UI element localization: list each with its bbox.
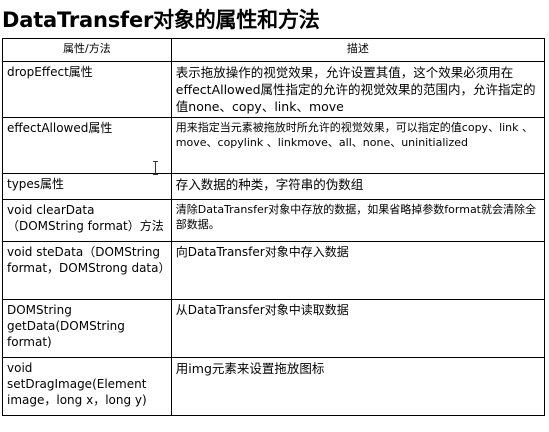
- row-description: 表示拖放操作的视觉效果，允许设置其值，这个效果必须用在effectAllowed…: [170, 61, 546, 118]
- row-name: DOMString getData(DOMString format): [2, 299, 172, 358]
- row-description: 用来指定当元素被拖放时所允许的视觉效果，可以指定的值copy、link 、mov…: [170, 117, 546, 174]
- table-row: effectAllowed属性 用来指定当元素被拖放时所允许的视觉效果，可以指定…: [2, 117, 546, 174]
- row-description: 向DataTransfer对象中存入数据: [170, 241, 546, 300]
- properties-table: 属性/方法 描述 dropEffect属性 表示拖放操作的视觉效果，允许设置其值…: [2, 38, 546, 416]
- header-description: 描述: [170, 38, 546, 62]
- row-name: void steData（DOMString format，DOMStrong …: [2, 241, 172, 300]
- row-name: effectAllowed属性: [2, 117, 172, 174]
- row-name: void setDragImage(Element image，long x，l…: [2, 357, 172, 416]
- table-row: dropEffect属性 表示拖放操作的视觉效果，允许设置其值，这个效果必须用在…: [2, 61, 546, 118]
- table-header-row: 属性/方法 描述: [2, 38, 546, 62]
- text-cursor-icon: [153, 161, 159, 175]
- row-description: 用img元素来设置拖放图标: [170, 357, 546, 416]
- page-title: DataTransfer对象的属性和方法: [2, 8, 320, 32]
- header-property-method: 属性/方法: [2, 38, 172, 62]
- table-row: void setDragImage(Element image，long x，l…: [2, 357, 546, 416]
- row-name: dropEffect属性: [2, 61, 172, 118]
- row-name: types属性: [2, 173, 172, 200]
- table-row: types属性 存入数据的种类，字符串的伪数组: [2, 173, 546, 200]
- row-name: void clearData（DOMString format）方法: [2, 199, 172, 242]
- row-description: 从DataTransfer对象中读取数据: [170, 299, 546, 358]
- table-row: void steData（DOMString format，DOMStrong …: [2, 241, 546, 300]
- row-description: 清除DataTransfer对象中存放的数据，如果省略掉参数format就会清除…: [170, 199, 546, 242]
- row-description: 存入数据的种类，字符串的伪数组: [170, 173, 546, 200]
- table-row: void clearData（DOMString format）方法 清除Dat…: [2, 199, 546, 242]
- table-row: DOMString getData(DOMString format) 从Dat…: [2, 299, 546, 358]
